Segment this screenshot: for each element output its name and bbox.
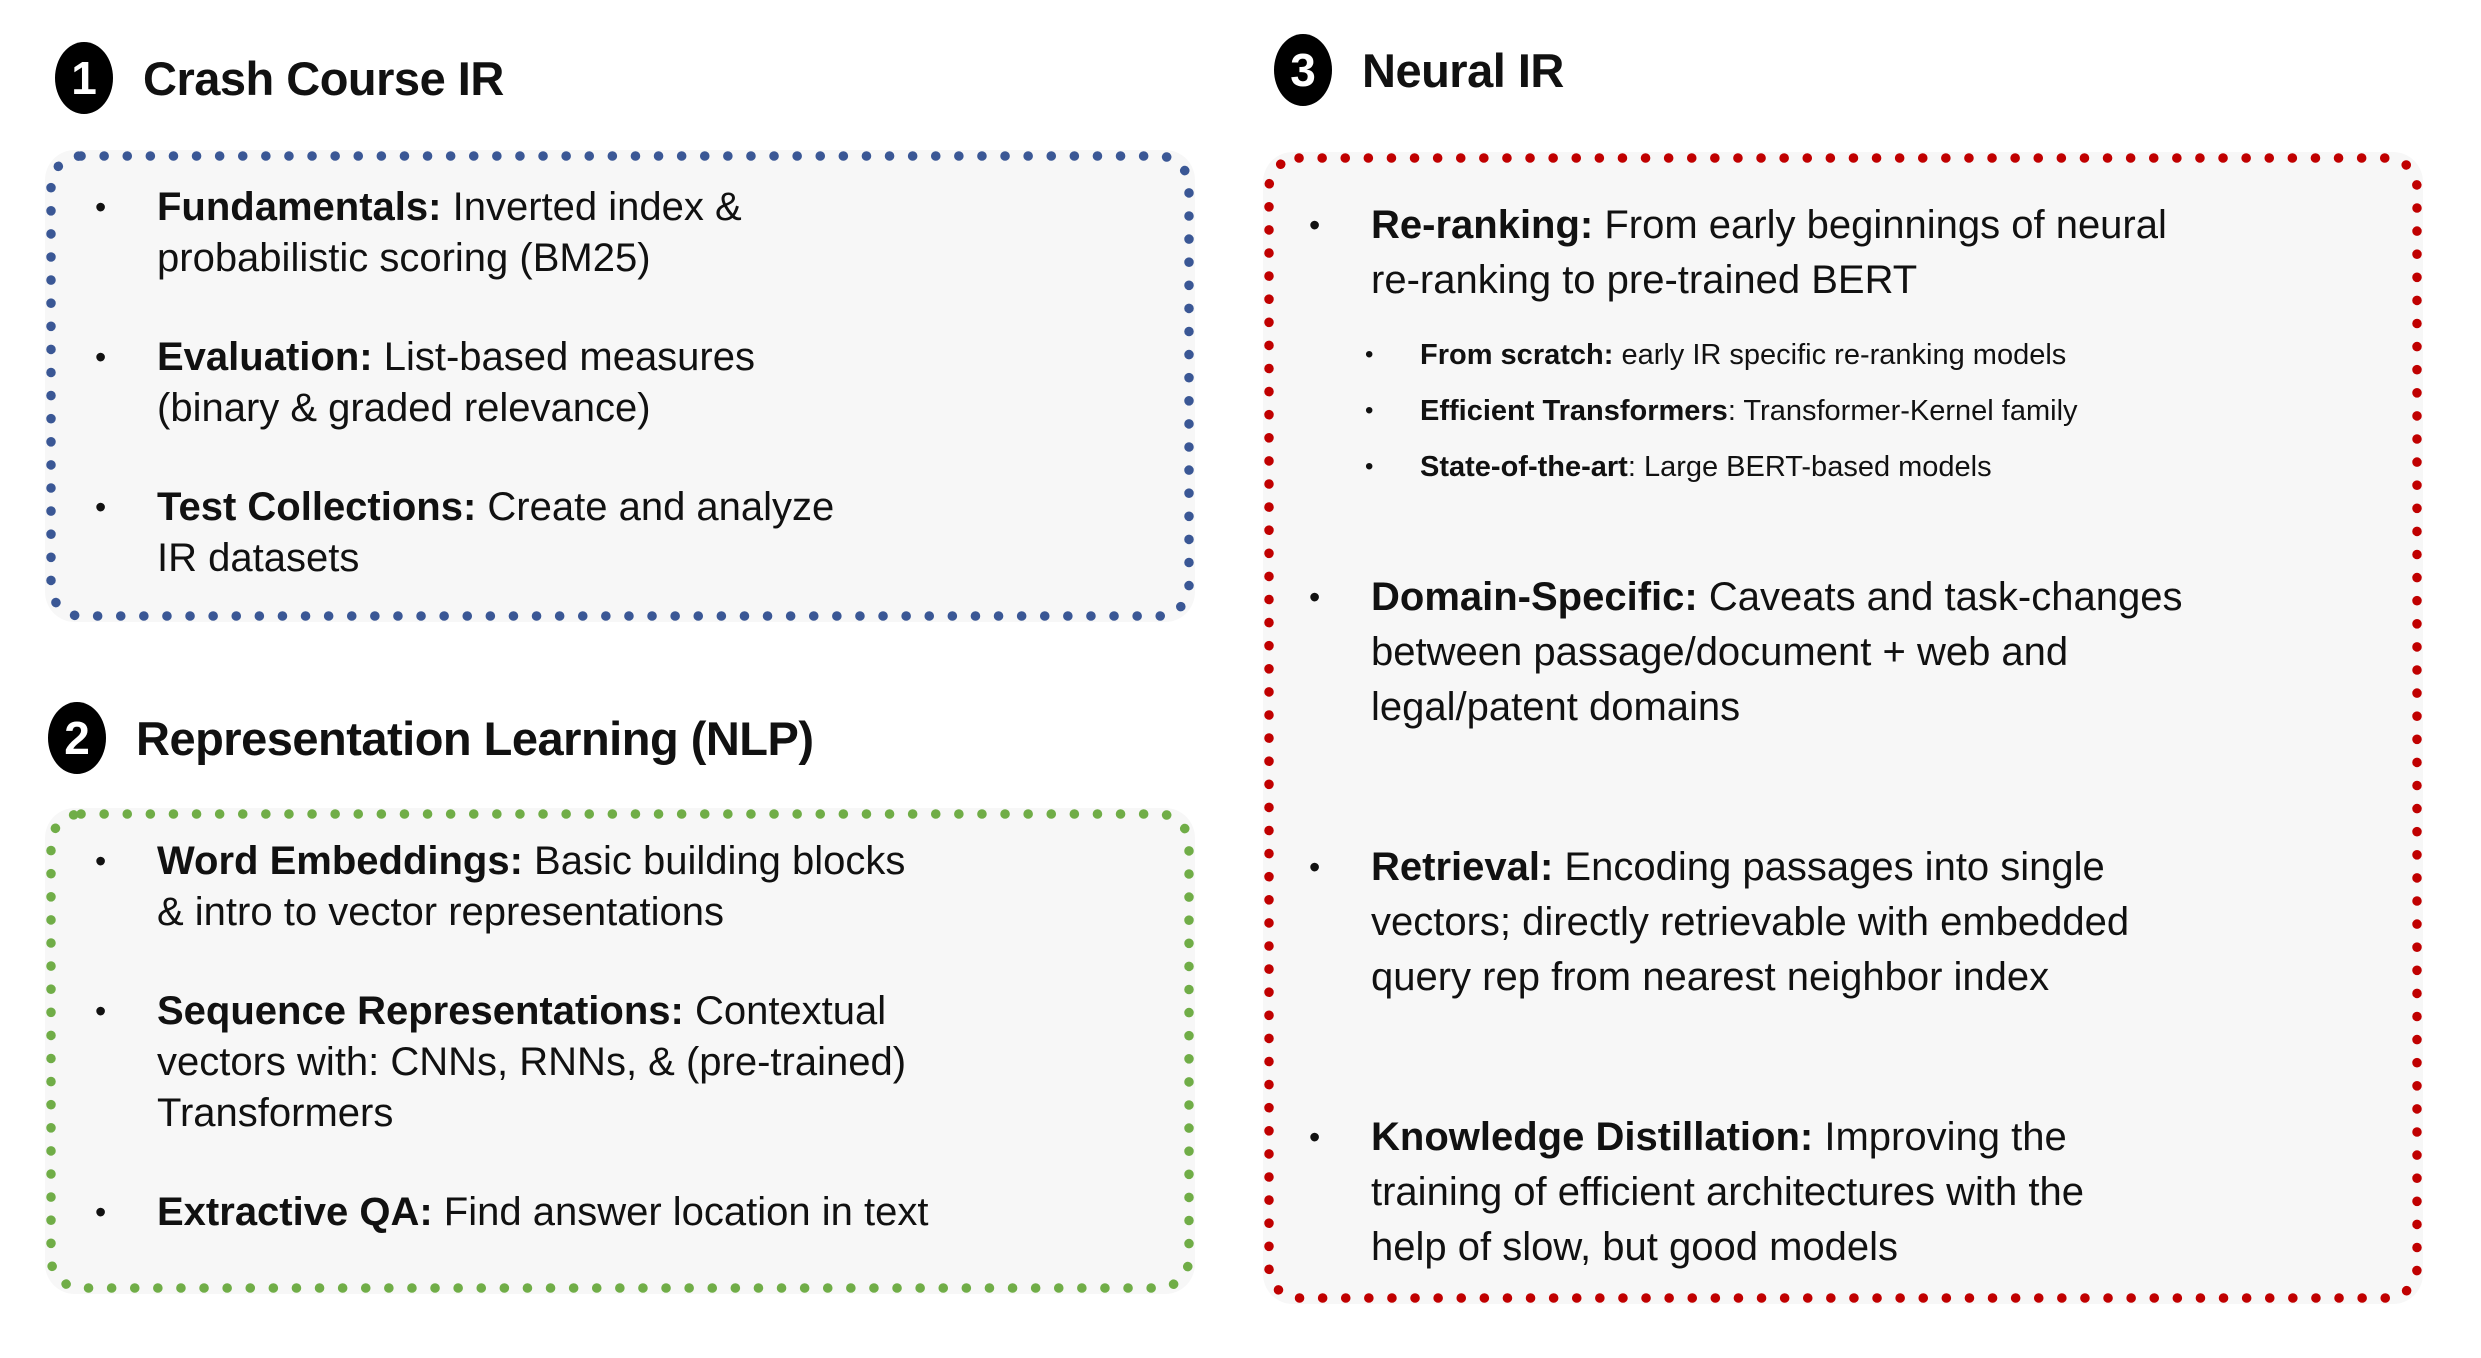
bullet-body: From early beginnings of neural re-ranki… xyxy=(1371,203,2167,302)
sub-bullet-text: State-of-the-art: Large BERT-based model… xyxy=(1420,448,1992,486)
bullet-text: Re-ranking: From early beginnings of neu… xyxy=(1371,198,2167,308)
sub-bullet-label: State-of-the-art xyxy=(1420,451,1628,483)
bullet-label: Knowledge Distillation: xyxy=(1371,1115,1814,1159)
crash-course-ir-content: • Fundamentals: Inverted index & probabi… xyxy=(45,150,1195,584)
bullet-dot: • xyxy=(1309,1119,1321,1155)
bullet-body: Find answer location in text xyxy=(432,1190,929,1234)
bullet-label: Sequence Representations: xyxy=(157,989,684,1033)
sub-bullet-text: Efficient Transformers: Transformer-Kern… xyxy=(1420,392,2078,430)
bullet-domain-specific: • Domain-Specific: Caveats and task-chan… xyxy=(1303,570,2393,735)
bullet-dot: • xyxy=(1309,579,1321,615)
sub-bullet-text: From scratch: early IR specific re-ranki… xyxy=(1420,336,2066,374)
bullet-label: Domain-Specific: xyxy=(1371,575,1698,619)
bullet-evaluation: • Evaluation: List-based measures (binar… xyxy=(89,332,1165,434)
representation-learning-box: • Word Embeddings: Basic building blocks… xyxy=(45,808,1195,1294)
section-3-number-badge: 3 xyxy=(1274,34,1332,106)
bullet-sequence-representations: • Sequence Representations: Contextual v… xyxy=(89,986,1165,1139)
sub-bullet-label: From scratch: xyxy=(1420,339,1614,371)
neural-ir-content: • Re-ranking: From early beginnings of n… xyxy=(1263,152,2423,1275)
bullet-re-ranking: • Re-ranking: From early beginnings of n… xyxy=(1303,198,2393,308)
bullet-text: Extractive QA: Find answer location in t… xyxy=(157,1187,928,1238)
sub-bullet-label: Efficient Transformers xyxy=(1420,395,1728,427)
bullet-dot: • xyxy=(95,993,107,1029)
sub-bullet-body: : Large BERT-based models xyxy=(1627,451,1992,483)
sub-bullet-body: early IR specific re-ranking models xyxy=(1613,339,2067,371)
bullet-dot: • xyxy=(1309,207,1321,243)
bullet-body: Encoding passages into single vectors; d… xyxy=(1371,845,2130,999)
bullet-text: Sequence Representations: Contextual vec… xyxy=(157,986,906,1139)
bullet-text: Evaluation: List-based measures (binary … xyxy=(157,332,755,434)
bullet-dot: • xyxy=(1365,341,1374,368)
sub-bullet-body: : Transformer-Kernel family xyxy=(1727,395,2078,427)
section-2-number: 2 xyxy=(64,712,90,764)
bullet-text: Fundamentals: Inverted index & probabili… xyxy=(157,182,742,284)
bullet-label: Retrieval: xyxy=(1371,845,1554,889)
bullet-text: Retrieval: Encoding passages into single… xyxy=(1371,840,2129,1005)
bullet-label: Evaluation: xyxy=(157,335,373,379)
sub-bullet-efficient-transformers: • Efficient Transformers: Transformer-Ke… xyxy=(1361,392,2393,430)
re-ranking-sub-bullets: • From scratch: early IR specific re-ran… xyxy=(1361,336,2393,486)
bullet-dot: • xyxy=(95,489,107,525)
bullet-label: Test Collections: xyxy=(157,485,477,529)
bullet-text: Domain-Specific: Caveats and task-change… xyxy=(1371,570,2182,735)
bullet-text: Test Collections: Create and analyze IR … xyxy=(157,482,834,584)
bullet-knowledge-distillation: • Knowledge Distillation: Improving the … xyxy=(1303,1110,2393,1275)
section-3-title: Neural IR xyxy=(1362,43,1564,97)
section-1-number: 1 xyxy=(71,52,97,104)
section-3-header: 3 Neural IR xyxy=(1274,32,1564,108)
sub-bullet-from-scratch: • From scratch: early IR specific re-ran… xyxy=(1361,336,2393,374)
bullet-label: Re-ranking: xyxy=(1371,203,1594,247)
bullet-extractive-qa: • Extractive QA: Find answer location in… xyxy=(89,1187,1165,1238)
section-2-title: Representation Learning (NLP) xyxy=(136,711,814,765)
bullet-dot: • xyxy=(1365,397,1374,424)
bullet-body: Inverted index & probabilistic scoring (… xyxy=(157,185,742,280)
bullet-word-embeddings: • Word Embeddings: Basic building blocks… xyxy=(89,836,1165,938)
bullet-body: Contextual vectors with: CNNs, RNNs, & (… xyxy=(157,989,907,1135)
bullet-label: Extractive QA: xyxy=(157,1190,433,1234)
bullet-fundamentals: • Fundamentals: Inverted index & probabi… xyxy=(89,182,1165,284)
bullet-body: Improving the training of efficient arch… xyxy=(1371,1115,2084,1269)
bullet-body: List-based measures (binary & graded rel… xyxy=(157,335,755,430)
neural-ir-box: • Re-ranking: From early beginnings of n… xyxy=(1263,152,2423,1304)
section-2-header: 2 Representation Learning (NLP) xyxy=(48,700,814,776)
bullet-text: Word Embeddings: Basic building blocks &… xyxy=(157,836,905,938)
crash-course-ir-box: • Fundamentals: Inverted index & probabi… xyxy=(45,150,1195,622)
bullet-body: Caveats and task-changes between passage… xyxy=(1371,575,2183,729)
bullet-body: Create and analyze IR datasets xyxy=(157,485,835,580)
section-1-title: Crash Course IR xyxy=(143,51,504,105)
bullet-dot: • xyxy=(95,1194,107,1230)
bullet-label: Word Embeddings: xyxy=(157,839,523,883)
bullet-test-collections: • Test Collections: Create and analyze I… xyxy=(89,482,1165,584)
representation-learning-content: • Word Embeddings: Basic building blocks… xyxy=(45,808,1195,1238)
bullet-dot: • xyxy=(95,843,107,879)
bullet-body: Basic building blocks & intro to vector … xyxy=(157,839,906,934)
bullet-dot: • xyxy=(1309,849,1321,885)
bullet-dot: • xyxy=(95,339,107,375)
bullet-retrieval: • Retrieval: Encoding passages into sing… xyxy=(1303,840,2393,1005)
section-3-number: 3 xyxy=(1290,44,1316,96)
bullet-dot: • xyxy=(1365,453,1374,480)
section-2-number-badge: 2 xyxy=(48,702,106,774)
bullet-text: Knowledge Distillation: Improving the tr… xyxy=(1371,1110,2084,1275)
bullet-label: Fundamentals: xyxy=(157,185,442,229)
bullet-dot: • xyxy=(95,189,107,225)
section-1-number-badge: 1 xyxy=(55,42,113,114)
section-1-header: 1 Crash Course IR xyxy=(55,40,504,116)
sub-bullet-state-of-the-art: • State-of-the-art: Large BERT-based mod… xyxy=(1361,448,2393,486)
